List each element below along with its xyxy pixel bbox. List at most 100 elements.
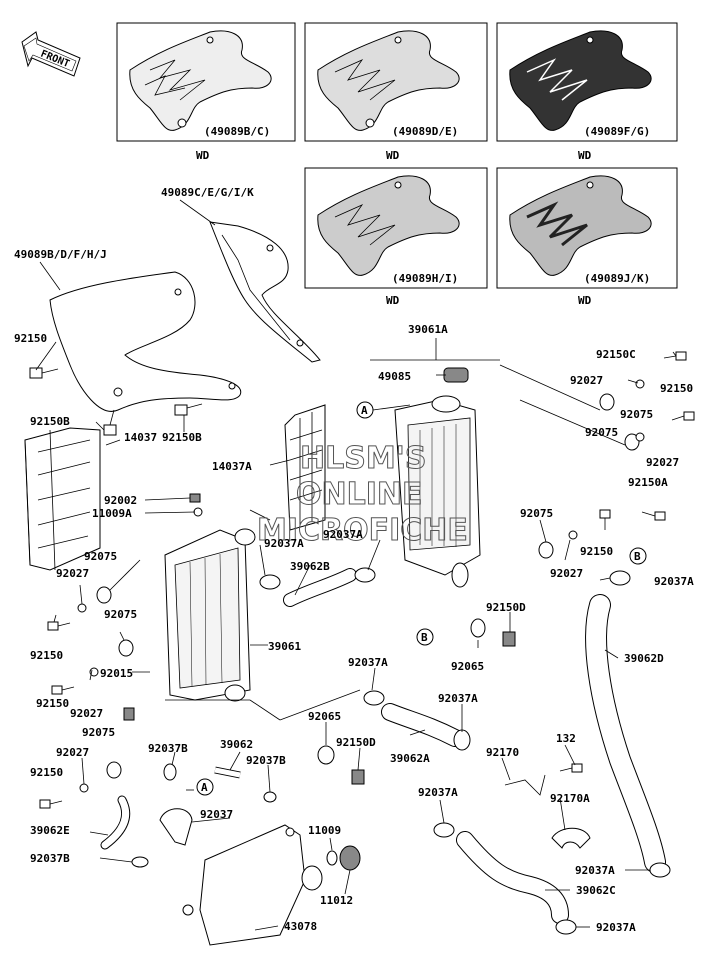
- part-label: 92150B: [162, 431, 202, 444]
- part-label: 92027: [570, 374, 603, 387]
- part-label: 92037A: [575, 864, 615, 877]
- part-label: 39062C: [576, 884, 616, 897]
- part-label: 92037B: [246, 754, 286, 767]
- part-label: 92150: [30, 649, 63, 662]
- clip-92037: [159, 808, 193, 846]
- part-label: 92075: [585, 426, 618, 439]
- hose-clamp-icon: [555, 919, 577, 935]
- variant-tag-4: WD: [386, 294, 400, 307]
- variant-box-3: (49089F/G): [496, 22, 678, 142]
- variant-tag-5: WD: [578, 294, 592, 307]
- callout-b-marker: [416, 628, 434, 646]
- bolt-icon: [47, 621, 71, 631]
- leader-lines: [35, 199, 677, 931]
- hose-clamp-icon: [263, 791, 277, 803]
- part-label: 92075: [104, 608, 137, 621]
- grommet-icon: [118, 639, 134, 657]
- variant-code-5: (49089J/K): [584, 272, 650, 285]
- part-label: B: [634, 550, 641, 563]
- hose-clamp-icon: [259, 574, 281, 590]
- callout-b-marker: [629, 547, 647, 565]
- part-label: 14037: [124, 431, 157, 444]
- variant-box-4: (49089H/I): [304, 167, 488, 289]
- part-label: 92037A: [654, 575, 694, 588]
- part-label: A: [361, 404, 368, 417]
- part-label: 92150C: [596, 348, 636, 361]
- tank-cap-icon: [339, 845, 361, 871]
- part-label: 92075: [620, 408, 653, 421]
- variant-code-1: (49089B/C): [204, 125, 270, 138]
- part-label: 92150B: [30, 415, 70, 428]
- reservoir-tank: [182, 824, 323, 946]
- part-label: 39062: [220, 738, 253, 751]
- bracket-92170: [504, 774, 546, 796]
- part-label: 39062E: [30, 824, 70, 837]
- hose-clamp-icon: [131, 856, 149, 868]
- washer-icon: [79, 783, 89, 793]
- variant-tag-2: WD: [386, 149, 400, 162]
- part-label: 92150D: [486, 601, 526, 614]
- bolt-icon: [599, 509, 611, 530]
- watermark-line-3: MICROFICHE: [257, 513, 468, 548]
- radiator-left: [164, 528, 256, 702]
- radiator-shroud-outer: [49, 271, 242, 412]
- grommet-icon: [106, 761, 122, 779]
- bolt-icon: [123, 707, 135, 721]
- part-label: 92027: [56, 567, 89, 580]
- part-label: 92150A: [628, 476, 668, 489]
- part-label: 11009: [308, 824, 341, 837]
- part-label: 11012: [320, 894, 353, 907]
- washer-icon: [470, 618, 486, 638]
- part-label: 92027: [70, 707, 103, 720]
- part-label: 92150: [660, 382, 693, 395]
- variant-box-5: (49089J/K): [496, 167, 678, 289]
- variant-code-3: (49089F/G): [584, 125, 650, 138]
- part-label: 92150: [14, 332, 47, 345]
- washer-icon: [635, 432, 645, 442]
- part-label: B: [421, 631, 428, 644]
- hose-clamp-icon: [363, 690, 385, 706]
- hose-clamp-icon: [609, 570, 631, 586]
- bolt-icon: [174, 403, 203, 416]
- part-label: 132: [556, 732, 576, 745]
- part-label: A: [201, 781, 208, 794]
- radiator-right: [394, 395, 481, 588]
- bolt-icon: [189, 493, 201, 503]
- variant-code-2: (49089D/E): [392, 125, 458, 138]
- part-label: 39062B: [290, 560, 330, 573]
- grommet-icon: [96, 586, 112, 604]
- part-label: 92075: [82, 726, 115, 739]
- part-label: 92037A: [418, 786, 458, 799]
- part-label: 11009A: [92, 507, 132, 520]
- bolt-icon: [39, 799, 63, 809]
- part-label: 92037B: [30, 852, 70, 865]
- part-label: 39062A: [390, 752, 430, 765]
- part-label: 92037A: [323, 528, 363, 541]
- part-label: 92037A: [348, 656, 388, 669]
- bolt-icon: [103, 409, 117, 436]
- part-label: 92037A: [438, 692, 478, 705]
- part-label: 39061A: [408, 323, 448, 336]
- callout-a-marker: [196, 778, 214, 796]
- bolt-icon: [51, 685, 75, 695]
- part-label: 92037A: [264, 537, 304, 550]
- part-label: 92170: [486, 746, 519, 759]
- radiator-guard-left: [24, 427, 101, 571]
- plug-icon: [502, 631, 516, 647]
- part-label: 92150D: [336, 736, 376, 749]
- part-label: 92037: [200, 808, 233, 821]
- variant-box-2: (49089D/E): [304, 22, 488, 142]
- part-label: 14037A: [212, 460, 252, 473]
- part-label: 92150: [580, 545, 613, 558]
- bolt-icon: [663, 351, 687, 361]
- radiator-guard-right: [284, 404, 326, 531]
- bolt-icon: [671, 411, 695, 421]
- washer-icon: [77, 603, 87, 613]
- part-label: 39062D: [624, 652, 664, 665]
- grommet-icon: [538, 541, 554, 559]
- part-label: 92150: [30, 766, 63, 779]
- part-label: 92065: [451, 660, 484, 673]
- variant-box-1: (49089B/C): [116, 22, 296, 142]
